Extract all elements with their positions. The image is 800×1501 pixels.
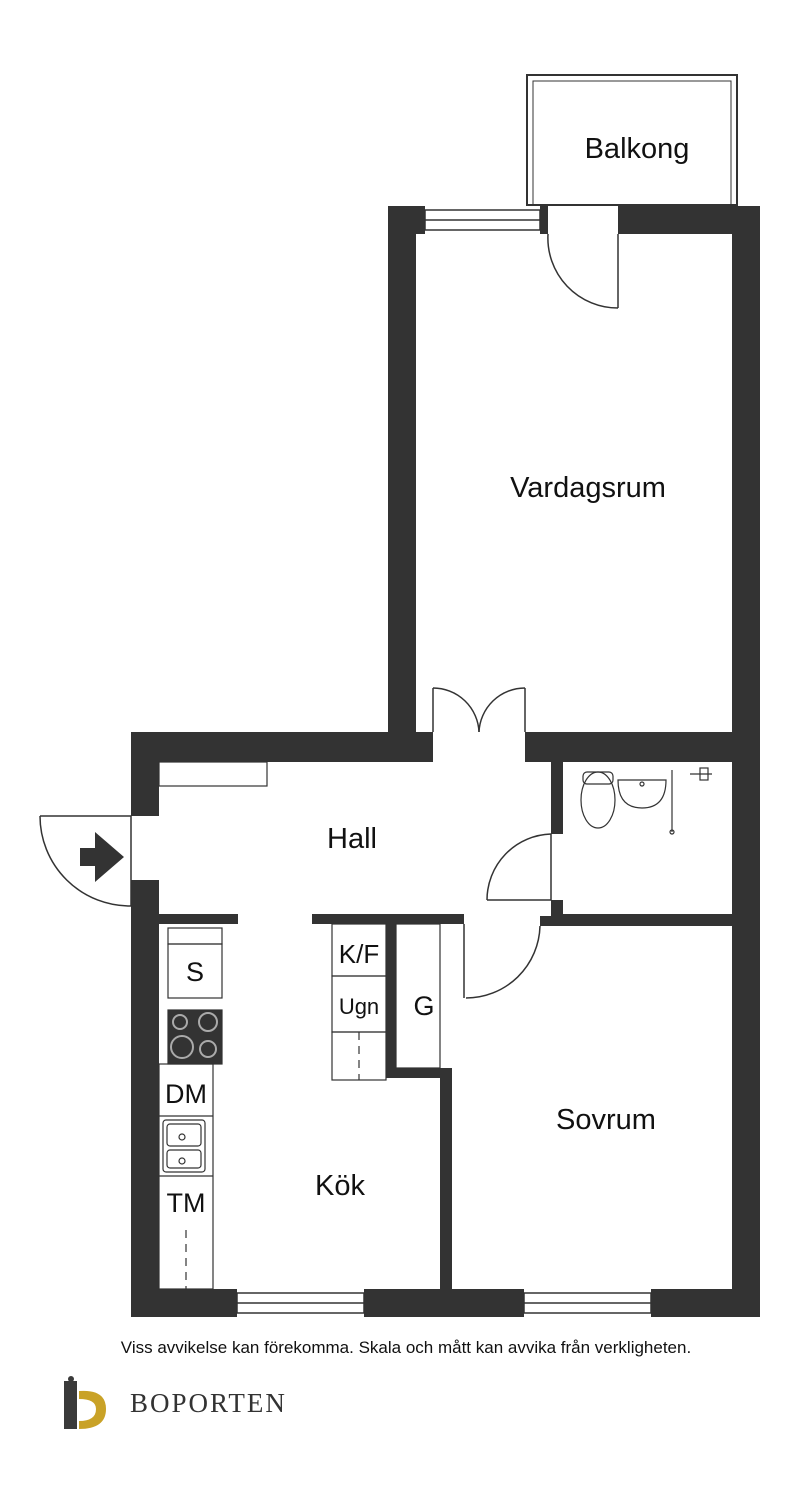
fixture-label-wardrobe: G [413,991,434,1021]
floor-plan: Balkong Vardagsrum Hall Sovrum Kök S K/F… [39,74,760,1317]
fixture-label-oven: Ugn [339,994,379,1019]
room-label-kitchen: Kök [315,1170,365,1202]
boporten-logo-icon [64,1376,106,1429]
windows [236,209,652,1314]
hall-shelf [158,761,268,787]
fixture-label-dishwasher: DM [165,1079,207,1109]
room-label-living-room: Vardagsrum [510,472,666,504]
fixture-label-washing-machine: TM [167,1188,206,1218]
entrance-arrow-icon [80,832,124,882]
sink [162,1119,206,1173]
bathroom-fixtures [580,767,712,835]
doors [39,233,619,999]
brand-name: BOPORTEN [130,1387,287,1418]
stove-burners [170,1012,218,1059]
kitchen-cabinets [331,923,387,1081]
balcony-inner-line [532,80,732,206]
brand-logo: BOPORTEN [62,1375,287,1431]
fixture-label-fridge-freezer: K/F [339,939,379,969]
walls [131,206,760,1317]
room-label-hall: Hall [327,823,377,855]
room-label-bedroom: Sovrum [556,1104,656,1136]
fixture-label-storage: S [186,957,204,987]
disclaimer-text: Viss avvikelse kan förekomma. Skala och … [120,1338,692,1357]
wardrobe [395,923,441,1069]
room-label-balcony: Balkong [585,133,690,165]
